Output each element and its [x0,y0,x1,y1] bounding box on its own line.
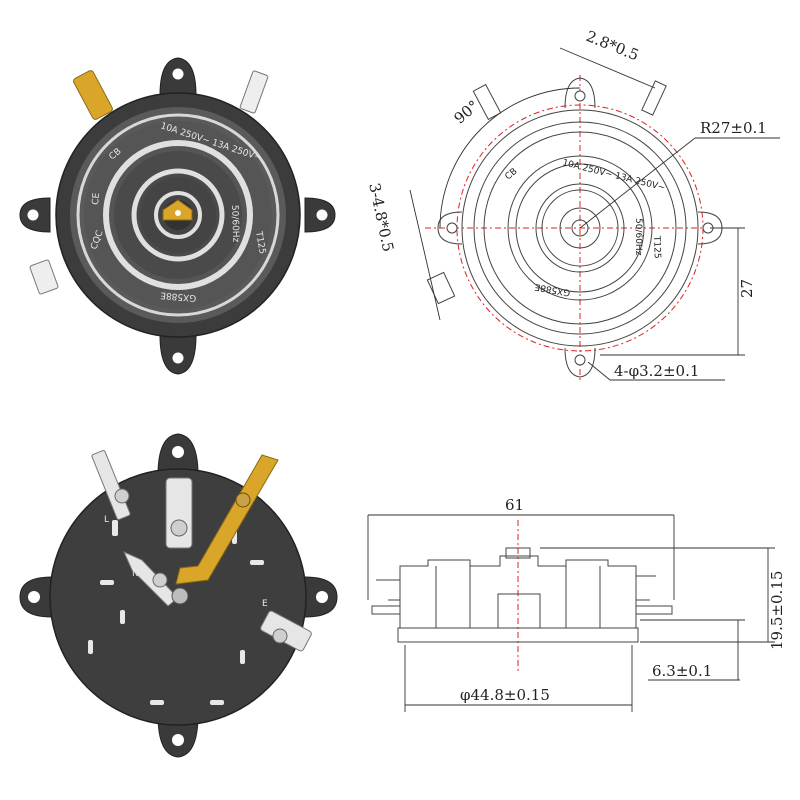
drawing-model-marking: GX588E [534,281,572,297]
t-marking: T125 [253,230,267,255]
drawing-rating-marking: 10A 250V~ 13A 250V~ [561,158,666,193]
freq-marking: 50/60Hz [229,205,240,243]
silver-terminal-top-right [239,70,269,114]
model-marking: GX588E [160,289,197,302]
drawing-t-marking: T125 [651,235,662,259]
silver-terminal-left [29,259,59,295]
radius-dimension: R27±0.1 [700,119,767,137]
top-view-drawing: 10A 250V~ 13A 250V~ GX588E CB 50/60Hz T1… [365,27,780,381]
holes-dimension: 4-φ3.2±0.1 [614,362,699,380]
width-61-dimension: 61 [505,496,524,514]
bottom-silver-terminal-small [123,551,179,607]
terminal-top-dimension: 2.8*0.5 [584,27,642,64]
diameter-44-8-dimension: φ44.8±0.15 [460,686,550,704]
bottom-silver-terminal-left [91,450,131,520]
drawing-freq-marking: 50/60Hz [633,218,643,256]
ce-marking: CE [91,192,102,205]
base-6-3-dimension: 6.3±0.1 [652,662,712,680]
angle-dimension: 90° [450,97,482,128]
bottom-silver-terminal-right [260,610,312,652]
bottom-e-marking: E [262,599,268,609]
side-view-drawing: 61 19.5±0.15 6.3±0.1 φ44.8±0.15 [367,496,786,712]
bottom-silver-terminal-center [165,477,193,549]
height-27-dimension: 27 [738,279,756,298]
height-19-5-dimension: 19.5±0.15 [768,571,786,650]
product-top-view: 10A 250V~ 13A 250V~ GX588E CB 50/60Hz T1… [19,57,336,375]
bottom-l-marking: L [104,515,109,525]
drawing-cert-marking: CB [504,167,520,183]
brass-terminal-top [73,70,113,120]
bottom-brass-terminal [175,454,279,585]
bottom-n-marking: N [132,569,139,579]
product-bottom-view: L N E [19,433,338,758]
terminal-side-dimension: 3-4.8*0.5 [365,181,397,253]
